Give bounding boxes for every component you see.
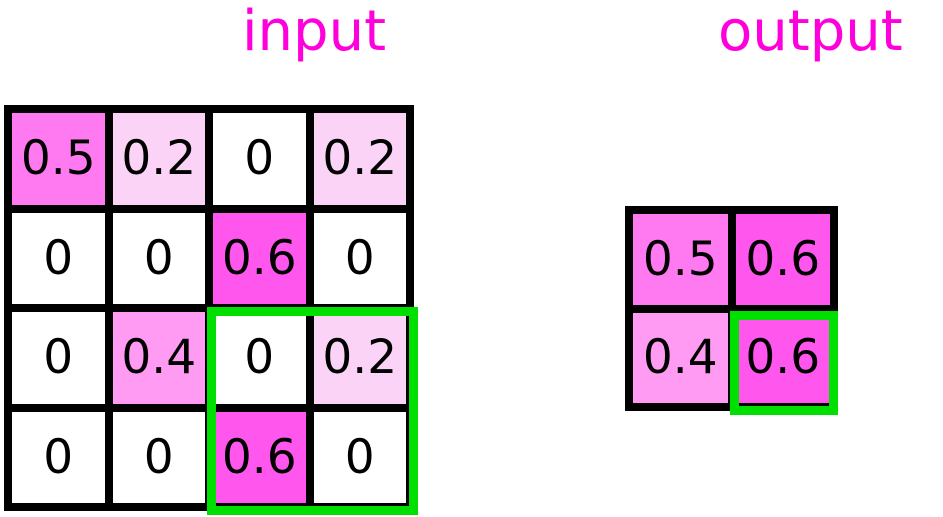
- input-cell-value: 0: [244, 131, 275, 187]
- input-cell-value: 0.4: [121, 330, 197, 386]
- input-cell-value: 0: [43, 330, 74, 386]
- input-cell-r4c1: 0: [12, 411, 105, 503]
- input-cell-r2c1: 0: [12, 212, 105, 304]
- input-cell-value: 0: [43, 230, 74, 286]
- input-cell-r3c3: 0: [213, 312, 306, 404]
- output-cell-value: 0.5: [642, 231, 718, 287]
- input-cell-r2c3: 0.6: [213, 212, 306, 304]
- input-cell-r4c3: 0.6: [213, 411, 306, 503]
- input-cell-value: 0: [344, 230, 375, 286]
- input-cell-value: 0: [143, 230, 174, 286]
- output-cell-value: 0.6: [745, 231, 821, 287]
- input-cell-r3c1: 0: [12, 312, 105, 404]
- output-cell-r1c2: 0.6: [735, 214, 830, 305]
- output-matrix-grid: 0.5 0.6 0.4 0.6: [625, 206, 838, 411]
- output-cell-r2c2: 0.6: [735, 312, 830, 403]
- output-cell-r2c1: 0.4: [633, 312, 728, 403]
- input-cell-r1c2: 0.2: [112, 113, 205, 205]
- input-cell-r1c3: 0: [213, 113, 306, 205]
- input-cell-value: 0.5: [20, 131, 96, 187]
- input-cell-r4c4: 0: [313, 411, 406, 503]
- input-cell-value: 0: [43, 429, 74, 485]
- output-cell-value: 0.6: [745, 330, 821, 386]
- input-cell-r4c2: 0: [112, 411, 205, 503]
- input-cell-r3c4: 0.2: [313, 312, 406, 404]
- input-cell-value: 0: [344, 429, 375, 485]
- output-cell-value: 0.4: [642, 330, 718, 386]
- input-cell-value: 0.2: [322, 131, 398, 187]
- input-matrix-grid: 0.5 0.2 0 0.2 0 0 0.6 0 0 0.4 0 0.2 0 0 …: [4, 105, 414, 511]
- input-cell-value: 0: [143, 429, 174, 485]
- output-cell-r1c1: 0.5: [633, 214, 728, 305]
- input-cell-r1c1: 0.5: [12, 113, 105, 205]
- input-panel-title: input: [242, 0, 387, 64]
- input-cell-value: 0.2: [322, 330, 398, 386]
- input-cell-value: 0.6: [221, 429, 297, 485]
- input-cell-r3c2: 0.4: [112, 312, 205, 404]
- input-cell-r2c4: 0: [313, 212, 406, 304]
- input-cell-r2c2: 0: [112, 212, 205, 304]
- input-cell-value: 0: [244, 330, 275, 386]
- input-cell-r1c4: 0.2: [313, 113, 406, 205]
- output-panel-title: output: [718, 0, 903, 64]
- input-cell-value: 0.2: [121, 131, 197, 187]
- input-cell-value: 0.6: [221, 230, 297, 286]
